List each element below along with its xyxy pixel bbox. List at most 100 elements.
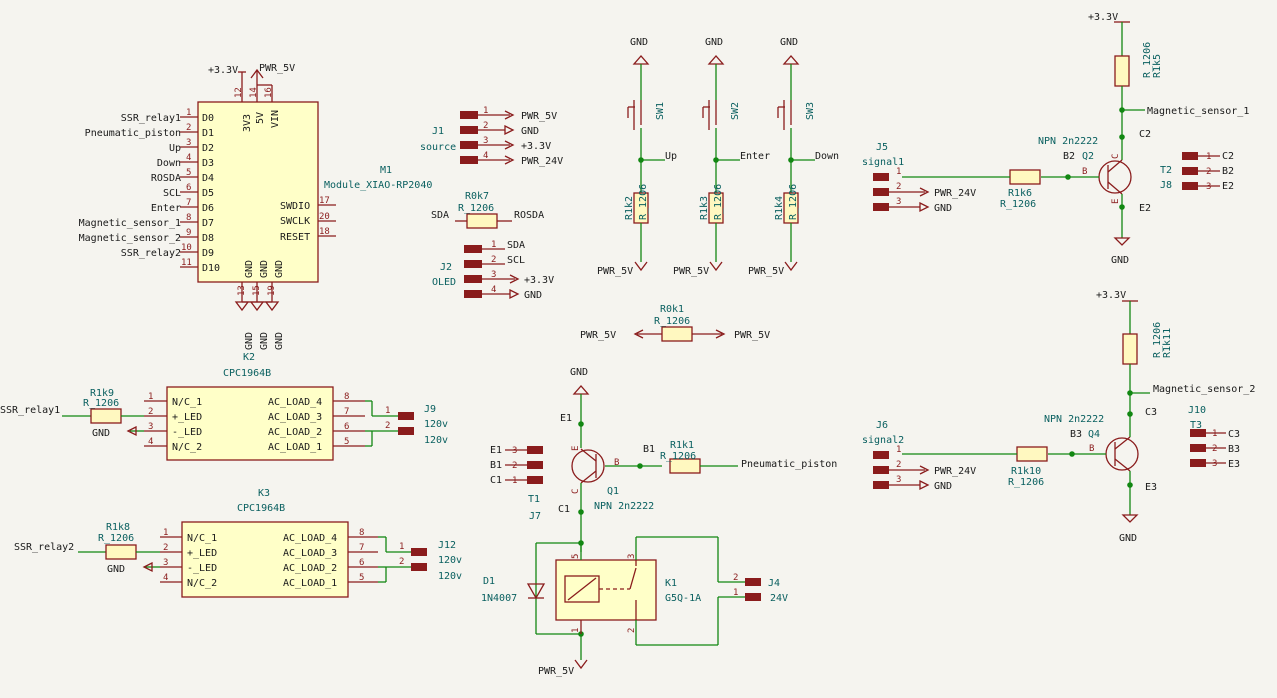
m1-left-pin-name: D4 bbox=[202, 173, 214, 184]
k1-pin-1: 1 bbox=[571, 628, 581, 633]
k3-value: CPC1964B bbox=[237, 503, 285, 514]
j2-ref: J2 bbox=[440, 262, 452, 273]
j2-net-3: +3.3V bbox=[524, 275, 554, 286]
m1-left-pin-number: 9 bbox=[186, 228, 191, 238]
connector-t2[interactable]: 1 2 3 C2 B2 E2 T2 J8 bbox=[1160, 151, 1234, 192]
j9-pin-1: 1 bbox=[385, 406, 390, 416]
j4-ref: J4 bbox=[768, 578, 780, 589]
q1-b-net: B1 bbox=[643, 444, 655, 455]
j12-pin-1: 1 bbox=[399, 542, 404, 552]
j2-net-1: SDA bbox=[507, 240, 525, 251]
switch-sw3[interactable]: GND SW3 Down R1k4 R_1206 PWR_5V bbox=[748, 37, 839, 277]
r0k7-net-left: SDA bbox=[431, 210, 449, 221]
q4-e-net: E3 bbox=[1145, 482, 1157, 493]
m1-left-pin-net: SSR_relay2 bbox=[121, 248, 181, 259]
j6-ref: J6 bbox=[876, 420, 888, 431]
m1-left-pin-net: Down bbox=[157, 158, 181, 169]
k2-ac1: AC_LOAD_1 bbox=[268, 442, 322, 453]
m1-left-pin-name: D6 bbox=[202, 203, 214, 214]
m1-left-pin-name: D2 bbox=[202, 143, 214, 154]
relay-k2[interactable]: K2 CPC1964B N/C_1 +_LED -_LED N/C_2 1 2 … bbox=[0, 352, 448, 461]
r1k8-ref: R1k8 bbox=[106, 522, 130, 533]
j6-pin-3: 3 bbox=[896, 475, 901, 485]
k3-pin-8: 8 bbox=[359, 528, 364, 538]
resistor-r0k7[interactable]: R0k7 R_1206 SDA ROSDA bbox=[431, 191, 544, 229]
m1-pin-3v3: 3V3 bbox=[242, 114, 253, 132]
relay-k3[interactable]: K3 CPC1964B N/C_1 +_LED -_LED N/C_2 1 2 … bbox=[14, 488, 462, 598]
k1-pin-3: 3 bbox=[627, 554, 637, 559]
t1-ref: T1 bbox=[528, 494, 540, 505]
m1-left-pin-number: 6 bbox=[186, 183, 191, 193]
j8-ref: J8 bbox=[1160, 180, 1172, 191]
j9-value-b: 120v bbox=[424, 435, 448, 446]
k3-ac2: AC_LOAD_2 bbox=[283, 563, 337, 574]
t3-pin-3: 3 bbox=[1212, 459, 1217, 469]
k3-ref: K3 bbox=[258, 488, 270, 499]
sw1-net: Up bbox=[665, 151, 677, 162]
m1-pin-20: 20 bbox=[319, 212, 330, 222]
connector-t3[interactable]: 1 2 3 C3 B3 E3 J10 T3 bbox=[1188, 405, 1240, 470]
t3-pin-1: 1 bbox=[1212, 429, 1217, 439]
j4-pin-2: 2 bbox=[733, 573, 738, 583]
t1-pin-3: 3 bbox=[512, 446, 517, 456]
r0k7-net-right: ROSDA bbox=[514, 210, 544, 221]
t1-pin-2: 2 bbox=[512, 461, 517, 471]
q1-circuit[interactable]: GND E1 B B1 R1k1 R_1206 Pneumatic_piston… bbox=[558, 367, 837, 552]
t1-net-2: B1 bbox=[490, 460, 502, 471]
j2-pin-2: 2 bbox=[491, 255, 496, 265]
t1-pin-1: 1 bbox=[512, 476, 517, 486]
q4-ref: Q4 bbox=[1088, 429, 1100, 440]
j2-pin-1: 1 bbox=[491, 240, 496, 250]
sw2-ref: SW2 bbox=[730, 102, 741, 120]
k3-pin-5: 5 bbox=[359, 573, 364, 583]
m1-left-pin-name: D5 bbox=[202, 188, 214, 199]
m1-left-pin-net: Enter bbox=[151, 203, 181, 214]
r1k2-ref: R1k2 bbox=[624, 196, 635, 220]
t2-net-2: B2 bbox=[1222, 166, 1234, 177]
relay-k1[interactable]: 5 3 1 2 K1 G5Q-1A D1 1N4007 2 1 J4 24V P… bbox=[481, 536, 788, 677]
m1-gnd-net-3: GND bbox=[274, 332, 285, 350]
connector-t1[interactable]: 3 2 1 E1 B1 C1 T1 J7 bbox=[490, 445, 543, 522]
j1-net-4: PWR_24V bbox=[521, 156, 563, 167]
m1-pin-13: 13 bbox=[237, 285, 247, 296]
m1-gnd-label-1: GND bbox=[244, 260, 255, 278]
m1-pin-15: 15 bbox=[252, 285, 262, 296]
t3-net-3: E3 bbox=[1228, 459, 1240, 470]
k3-ac3: AC_LOAD_3 bbox=[283, 548, 337, 559]
t1-net-3: E1 bbox=[490, 445, 502, 456]
m1-left-pin-number: 3 bbox=[186, 138, 191, 148]
sw3-ref: SW3 bbox=[805, 102, 816, 120]
j1-pin-3: 3 bbox=[483, 136, 488, 146]
k3-ac1: AC_LOAD_1 bbox=[283, 578, 337, 589]
m1-pin-5v: 5V bbox=[255, 112, 266, 124]
k3-pin-7: 7 bbox=[359, 543, 364, 553]
q4-circuit[interactable]: +3.3V R_1206 R1k11 Magnetic_sensor_2 C3 … bbox=[902, 290, 1255, 544]
j12-value-a: 120v bbox=[438, 555, 462, 566]
m1-left-pin-net: Pneumatic_piston bbox=[85, 128, 181, 139]
j1-net-3: +3.3V bbox=[521, 141, 551, 152]
q1-b-pin: B bbox=[614, 458, 619, 468]
connector-j5[interactable]: 1 2 3 PWR_24V GND J5 signal1 bbox=[862, 142, 976, 214]
m1-left-pin-number: 4 bbox=[186, 153, 191, 163]
m1-pin-14: 14 bbox=[249, 87, 259, 98]
r1k9-ref: R1k9 bbox=[90, 388, 114, 399]
k2-ac2: AC_LOAD_2 bbox=[268, 427, 322, 438]
r1k3-ref: R1k3 bbox=[699, 196, 710, 220]
q2-circuit[interactable]: +3.3V R_1206 R1k5 Magnetic_sensor_1 C2 G… bbox=[902, 12, 1249, 266]
t2-net-1: C2 bbox=[1222, 151, 1234, 162]
switch-sw1[interactable]: GND SW1 Up R1k2 R_1206 PWR_5V bbox=[597, 37, 677, 277]
r0k7-ref: R0k7 bbox=[465, 191, 489, 202]
k2-ref: K2 bbox=[243, 352, 255, 363]
m1-power-5v: PWR_5V bbox=[259, 63, 295, 74]
connector-j2[interactable]: 1 2 3 4 SDA SCL +3.3V GND J2 OLED bbox=[432, 240, 554, 301]
r1k4-value: R_1206 bbox=[788, 184, 799, 220]
m1-pin-12: 12 bbox=[234, 87, 244, 98]
connector-j6[interactable]: 1 2 3 PWR_24V GND J6 signal2 bbox=[862, 420, 976, 492]
resistor-r0k1[interactable]: R0k1 R_1206 PWR_5V PWR_5V bbox=[580, 304, 770, 342]
connector-j1[interactable]: 1 2 3 4 PWR_5V GND +3.3V PWR_24V J1 sour… bbox=[420, 106, 563, 167]
switch-sw2[interactable]: GND SW2 Enter R1k3 R_1206 PWR_5V bbox=[673, 37, 770, 277]
k1-value: G5Q-1A bbox=[665, 593, 701, 604]
m1-ref: M1 bbox=[380, 165, 392, 176]
